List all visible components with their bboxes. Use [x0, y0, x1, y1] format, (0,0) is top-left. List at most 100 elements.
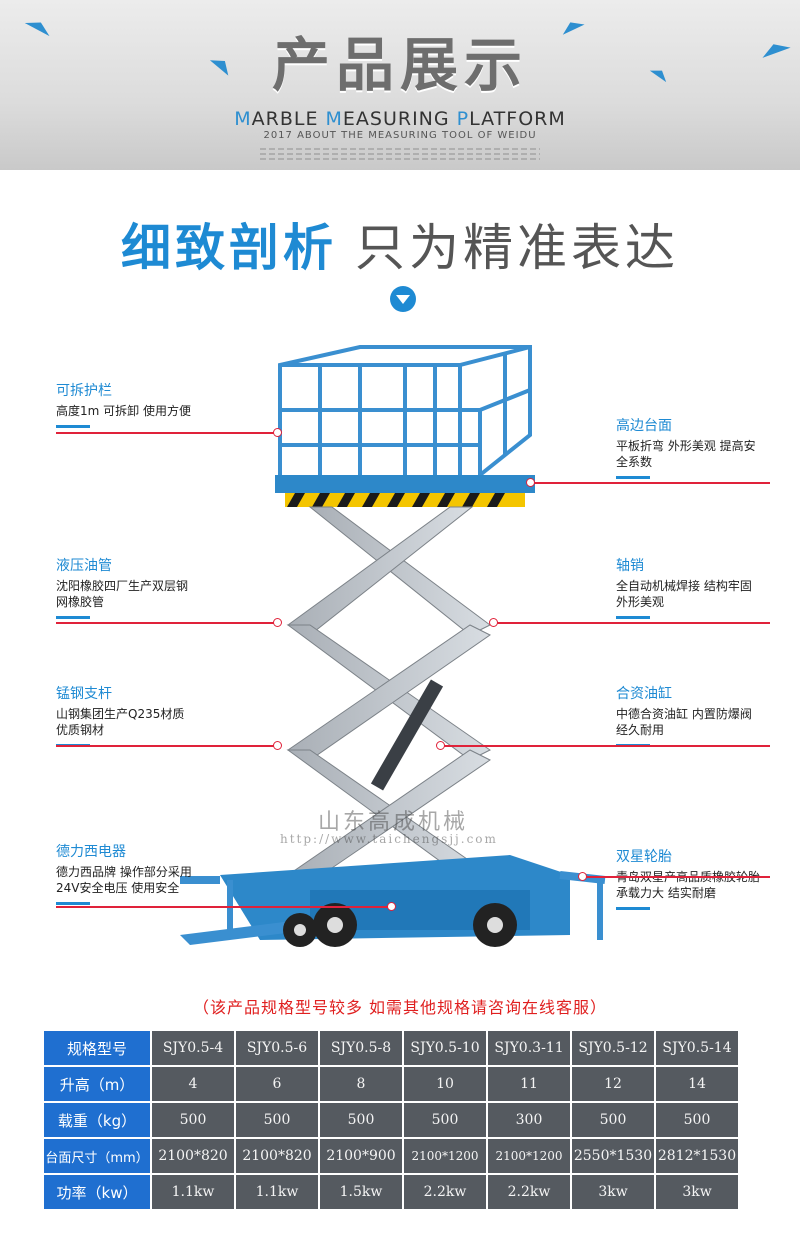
table-cell: 10	[404, 1067, 486, 1101]
platform-deck	[275, 475, 535, 493]
feature-title: 德力西电器	[56, 844, 126, 860]
callout-line	[493, 622, 770, 624]
table-cell: 2550*1530	[572, 1139, 654, 1173]
table-cell: 2100*820	[236, 1139, 318, 1173]
table-cell: SJY0.5-12	[572, 1031, 654, 1065]
table-cell: 300	[488, 1103, 570, 1137]
feature-title: 高边台面	[616, 418, 672, 434]
product-banner: 产品展示 MARBLE MEASURING PLATFORM 2017 ABOU…	[0, 0, 800, 170]
table-cell: 2100*820	[152, 1139, 234, 1173]
callout-line	[56, 622, 278, 624]
feature-desc: 青岛双星产高品质橡胶轮胎 承载力大 结实耐磨	[616, 870, 760, 900]
table-cell: 3kw	[572, 1175, 654, 1209]
feature-desc: 山钢集团生产Q235材质优质钢材	[56, 707, 185, 737]
table-cell: SJY0.5-10	[404, 1031, 486, 1065]
feature-pin-shaft: 轴销 全自动机械焊接 结构牢固 外形美观	[616, 558, 766, 619]
table-cell: 6	[236, 1067, 318, 1101]
table-cell: 3kw	[656, 1175, 738, 1209]
callout-line	[530, 482, 770, 484]
feature-title: 可拆护栏	[56, 383, 112, 399]
table-row: 功率（kw） 1.1kw 1.1kw 1.5kw 2.2kw 2.2kw 3kw…	[44, 1175, 738, 1209]
table-cell: SJY0.5-4	[152, 1031, 234, 1065]
feature-desc: 沈阳橡胶四厂生产双层钢网橡胶管	[56, 579, 189, 609]
callout-dot	[489, 618, 498, 627]
callout-line	[440, 745, 770, 747]
spec-note: （该产品规格型号较多 如需其他规格请咨询在线客服）	[192, 998, 608, 1017]
table-cell: 2100*1200	[488, 1139, 570, 1173]
feature-hydraulic-hose: 液压油管 沈阳橡胶四厂生产双层钢网橡胶管	[56, 558, 196, 619]
callout-dot	[436, 741, 445, 750]
chevron-down-icon	[390, 286, 416, 312]
feature-desc: 德力西品牌 操作部分采用24V安全电压 使用安全	[56, 865, 192, 895]
table-cell: 2.2kw	[488, 1175, 570, 1209]
callout-dot	[273, 618, 282, 627]
table-cell: SJY0.5-6	[236, 1031, 318, 1065]
table-cell: 2.2kw	[404, 1175, 486, 1209]
table-cell: 500	[236, 1103, 318, 1137]
table-cell: 500	[572, 1103, 654, 1137]
table-cell: 14	[656, 1067, 738, 1101]
row-header: 载重（kg）	[44, 1103, 150, 1137]
callout-dot	[273, 741, 282, 750]
table-cell: 2812*1530	[656, 1139, 738, 1173]
feature-tires: 双星轮胎 青岛双星产高品质橡胶轮胎 承载力大 结实耐磨	[616, 849, 771, 910]
callout-dot	[526, 478, 535, 487]
spec-table: 规格型号 SJY0.5-4 SJY0.5-6 SJY0.5-8 SJY0.5-1…	[42, 1029, 740, 1211]
feature-bar	[616, 476, 650, 479]
feature-title: 合资油缸	[616, 686, 672, 702]
table-cell: 4	[152, 1067, 234, 1101]
row-header: 功率（kw）	[44, 1175, 150, 1209]
table-cell: 1.1kw	[152, 1175, 234, 1209]
table-cell: 2100*900	[320, 1139, 402, 1173]
headline-part-2: 只为精准表达	[355, 219, 679, 277]
table-cell: 12	[572, 1067, 654, 1101]
table-row: 规格型号 SJY0.5-4 SJY0.5-6 SJY0.5-8 SJY0.5-1…	[44, 1031, 738, 1065]
row-header: 规格型号	[44, 1031, 150, 1065]
callout-dot	[387, 902, 396, 911]
table-row: 台面尺寸（mm） 2100*820 2100*820 2100*900 2100…	[44, 1139, 738, 1173]
table-row: 升高（m） 4 6 8 10 11 12 14	[44, 1067, 738, 1101]
feature-steel-rod: 锰钢支杆 山钢集团生产Q235材质优质钢材	[56, 686, 196, 747]
feature-bar	[56, 425, 90, 428]
callout-line	[582, 876, 770, 878]
feature-bar	[616, 616, 650, 619]
row-header: 台面尺寸（mm）	[44, 1139, 150, 1173]
feature-electrical: 德力西电器 德力西品牌 操作部分采用24V安全电压 使用安全	[56, 844, 206, 905]
feature-desc: 全自动机械焊接 结构牢固 外形美观	[616, 579, 752, 609]
feature-bar	[616, 907, 650, 910]
banner-title: 产品展示	[271, 31, 528, 99]
table-cell: 1.1kw	[236, 1175, 318, 1209]
feature-desc: 中德合资油缸 内置防爆阀 经久耐用	[616, 707, 752, 737]
callout-dot	[273, 428, 282, 437]
callout-dot	[578, 872, 587, 881]
feature-desc: 高度1m 可拆卸 使用方便	[56, 404, 191, 418]
row-header: 升高（m）	[44, 1067, 150, 1101]
banner-subtitle: MARBLE MEASURING PLATFORM	[234, 108, 566, 130]
feature-platform-edge: 高边台面 平板折弯 外形美观 提高安全系数	[616, 418, 756, 479]
table-cell: SJY0.3-11	[488, 1031, 570, 1065]
table-cell: 500	[320, 1103, 402, 1137]
callout-line	[56, 432, 278, 434]
scissor-lift-image	[180, 345, 606, 947]
feature-title: 轴销	[616, 558, 644, 574]
feature-title: 锰钢支杆	[56, 686, 112, 702]
banner-fine-print	[260, 145, 540, 165]
watermark-url: http://www.taichengsjj.com	[280, 832, 498, 846]
table-row: 载重（kg） 500 500 500 500 300 500 500	[44, 1103, 738, 1137]
feature-title: 液压油管	[56, 558, 112, 574]
feature-guardrail: 可拆护栏 高度1m 可拆卸 使用方便	[56, 383, 236, 428]
table-cell: 500	[152, 1103, 234, 1137]
table-cell: 1.5kw	[320, 1175, 402, 1209]
feature-desc: 平板折弯 外形美观 提高安全系数	[616, 439, 756, 469]
section-headline: 细致剖析只为精准表达	[0, 208, 800, 280]
table-cell: 500	[404, 1103, 486, 1137]
headline-part-1: 细致剖析	[121, 219, 337, 277]
feature-bar	[56, 902, 90, 905]
feature-title: 双星轮胎	[616, 849, 672, 865]
table-cell: SJY0.5-14	[656, 1031, 738, 1065]
table-cell: 500	[656, 1103, 738, 1137]
table-cell: SJY0.5-8	[320, 1031, 402, 1065]
table-cell: 8	[320, 1067, 402, 1101]
banner-year-line: 2017 ABOUT THE MEASURING TOOL OF WEIDU	[263, 130, 537, 141]
callout-line	[56, 906, 391, 908]
